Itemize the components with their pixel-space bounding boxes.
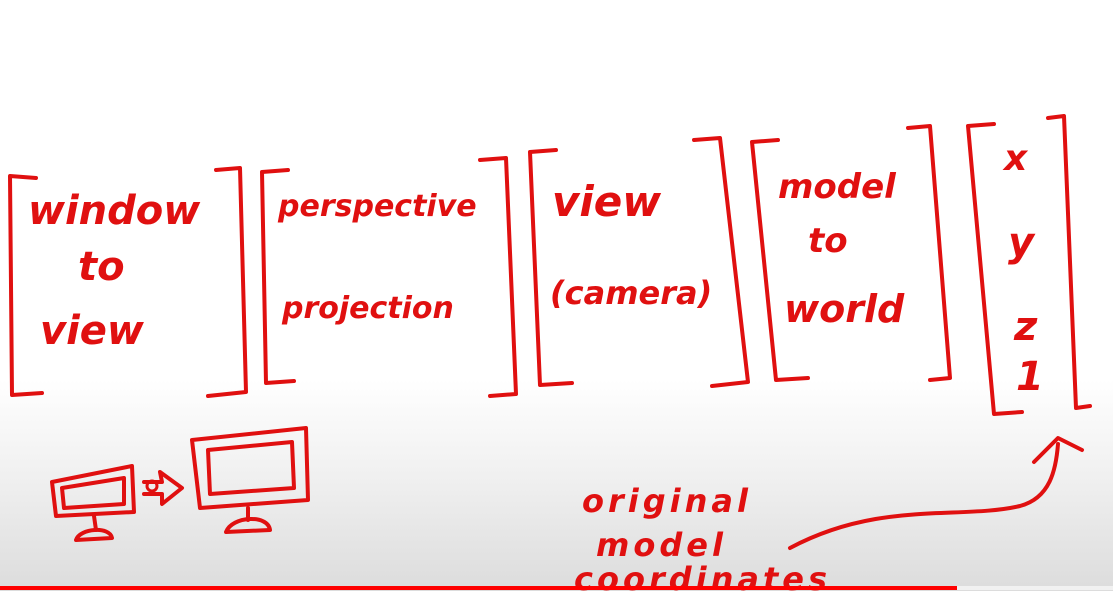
annotation-line-2: model: [596, 526, 727, 564]
left-bracket: [8, 174, 44, 397]
matrix-3-line-2: (camera): [550, 274, 712, 312]
matrix-2-line-2: projection: [281, 291, 454, 326]
matrix-2-line-1: perspective: [277, 189, 477, 224]
matrix-4-line-3: world: [784, 287, 905, 331]
left-bracket: [528, 148, 574, 387]
matrix-view-camera: view (camera): [528, 136, 750, 388]
matrix-window-to-view: window to view: [8, 166, 248, 398]
left-bracket: [260, 168, 296, 385]
right-bracket: [906, 124, 952, 382]
arrow-icon: [142, 470, 184, 506]
small-monitor-icon: [50, 464, 136, 542]
matrix-1-line-3: view: [40, 308, 145, 354]
matrix-model-to-world: model to world: [750, 124, 952, 382]
right-bracket: [206, 166, 248, 398]
right-bracket: [692, 136, 750, 388]
matrix-4-line-2: to: [808, 221, 848, 261]
curved-arrow-icon: [788, 436, 1084, 550]
coordinate-vector: x y z 1: [966, 114, 1092, 416]
right-bracket: [478, 156, 518, 398]
left-bracket: [750, 138, 810, 382]
video-progress-fill: [0, 586, 958, 590]
annotation-line-1: original: [582, 482, 752, 520]
left-bracket: [966, 122, 1024, 416]
video-progress-bar[interactable]: [0, 586, 1113, 590]
matrix-1-line-1: window: [28, 188, 201, 234]
matrix-perspective-projection: perspective projection: [260, 156, 518, 398]
vector-z: z: [1013, 304, 1038, 350]
vector-1: 1: [1016, 354, 1044, 400]
annotation-original-model-coordinates: original model coordinates: [574, 482, 831, 591]
right-bracket: [1046, 114, 1092, 410]
annotation-line-3: coordinates: [574, 560, 831, 591]
matrix-1-line-2: to: [78, 244, 125, 290]
matrix-4-line-1: model: [778, 167, 897, 207]
large-monitor-icon: [190, 426, 310, 534]
vector-x: x: [1002, 138, 1029, 179]
matrix-3-line-1: view: [552, 177, 661, 226]
vector-y: y: [1008, 220, 1036, 266]
